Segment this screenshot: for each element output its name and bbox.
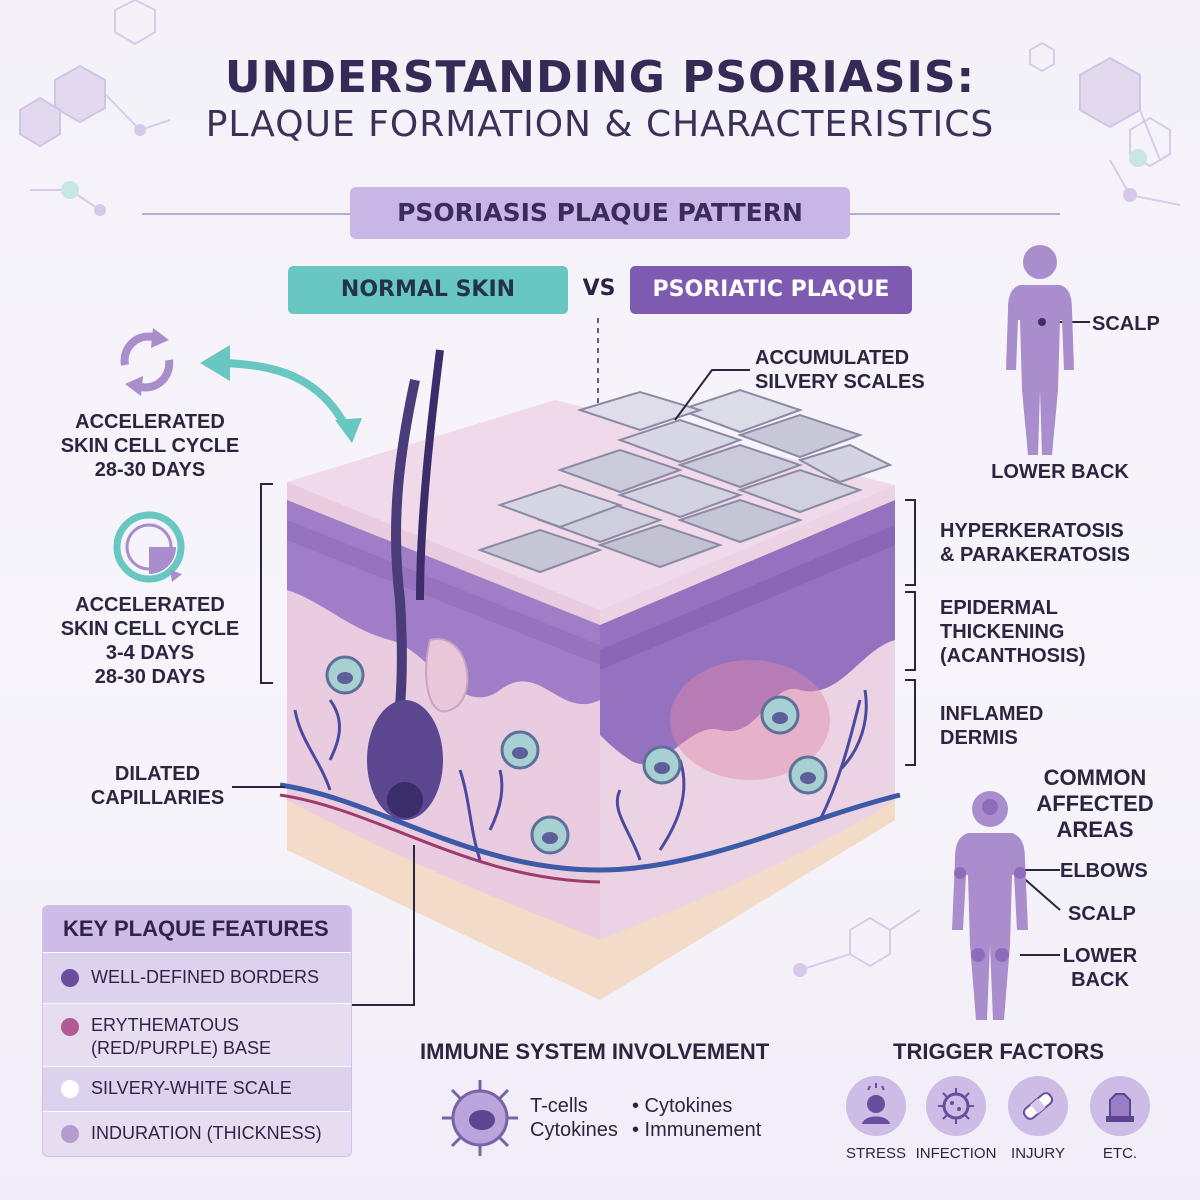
lower-line: LOWER [1062, 945, 1138, 967]
key-features-title: KEY PLAQUE FEATURES [43, 906, 351, 952]
cycle-label-1: ACCELERATED SKIN CELL CYCLE 28-30 DAYS [60, 410, 240, 482]
epidermal-callout: EPIDERMAL THICKENING (ACANTHOSIS) [940, 596, 1086, 668]
dermis-callout: INFLAMED DERMIS [940, 702, 1043, 750]
immune-tcells: T-cells [530, 1095, 588, 1117]
lower-back-label-top: LOWER BACK [991, 461, 1129, 483]
cycle2-line1: ACCELERATED [75, 594, 225, 616]
scales-callout: ACCUMULATED SILVERY SCALES [755, 346, 925, 394]
feature-dot [61, 1018, 79, 1036]
page-title: UNDERSTANDING PSORIASIS: [224, 52, 976, 103]
divider-right [850, 213, 1060, 215]
immune-col1: T-cells Cytokines [530, 1094, 618, 1142]
scales-line2: SILVERY SCALES [755, 371, 925, 393]
scalp-label-bottom: SCALP [1068, 903, 1136, 925]
capillaries-label: DILATED CAPILLARIES [70, 762, 245, 810]
vs-label: VS [582, 276, 616, 301]
human-figure-icon-top [1006, 245, 1074, 455]
capillaries-line1: DILATED [114, 763, 201, 785]
immune-bullet-immunement: • Immunement [632, 1119, 762, 1141]
dermis-line1: INFLAMED [940, 703, 1044, 725]
scales-line1: ACCUMULATED [755, 347, 910, 369]
back-line: BACK [1071, 969, 1129, 991]
feature-row: ERYTHEMATOUS (RED/PURPLE) BASE [43, 1003, 351, 1066]
section-pill: PSORIASIS PLAQUE PATTERN [350, 187, 850, 239]
trigger-title: TRIGGER FACTORS [893, 1039, 1105, 1064]
feature-row: INDURATION (THICKNESS) [43, 1111, 351, 1156]
areas-line3: AREAS [1056, 817, 1134, 842]
feature-label: WELL-DEFINED BORDERS [91, 967, 320, 987]
feature-label: INDURATION (THICKNESS) [91, 1123, 322, 1143]
elbows-label: ELBOWS [1060, 860, 1148, 882]
cycle2-line3: 3-4 DAYS [105, 642, 195, 664]
cycle1-line1: ACCELERATED [75, 411, 225, 433]
trigger-etc-circle [1090, 1076, 1150, 1136]
immune-cytokines: Cytokines [530, 1119, 618, 1141]
immune-col2: • Cytokines • Immunement [632, 1094, 761, 1142]
capillaries-line2: CAPILLARIES [90, 787, 225, 809]
feature-label: ERYTHEMATOUS [91, 1015, 240, 1035]
immune-bullet-cytokines: • Cytokines [632, 1095, 733, 1117]
feature-dot [61, 1125, 79, 1143]
cycle1-line3: 28-30 DAYS [94, 459, 206, 481]
virus-icon [938, 1088, 974, 1124]
cycle2-line2: SKIN CELL CYCLE [60, 618, 240, 640]
refresh-cycle-icon [120, 328, 174, 396]
cycle1-line2: SKIN CELL CYCLE [60, 435, 240, 457]
immune-title: IMMUNE SYSTEM INVOLVEMENT [420, 1039, 770, 1064]
affected-areas-heading: COMMON AFFECTED AREAS [1025, 765, 1165, 843]
molecule-decoration-left [19, 0, 171, 216]
molecule-decoration-right [1029, 41, 1181, 206]
page-subtitle: PLAQUE FORMATION & CHARACTERISTICS [205, 104, 995, 145]
areas-line2: AFFECTED [1036, 791, 1154, 816]
areas-line1: COMMON [1043, 765, 1147, 790]
scalp-label-top: SCALP [1092, 313, 1160, 335]
feature-dot [61, 969, 79, 987]
human-figure-icon-bottom [952, 791, 1028, 1020]
bandage-icon [1022, 1092, 1054, 1120]
dermis-line2: DERMIS [940, 727, 1018, 749]
glove-icon [1106, 1093, 1134, 1122]
cycle2-line4: 28-30 DAYS [94, 666, 206, 688]
lower-back-label-bottom: LOWER BACK [1055, 944, 1145, 992]
feature-dot [61, 1080, 79, 1098]
normal-skin-tab: NORMAL SKIN [288, 266, 568, 314]
clock-cycle-icon [113, 511, 185, 583]
t-cell-icon [442, 1080, 518, 1156]
feature-label-line2: (RED/PURPLE) BASE [91, 1038, 272, 1058]
trigger-label-stress: STRESS [845, 1145, 906, 1162]
hyper-line1: HYPERKERATOSIS [940, 520, 1124, 542]
trigger-label-infection: INFECTION [915, 1145, 997, 1162]
hyper-line2: & PARAKERATOSIS [940, 544, 1131, 566]
trigger-label-injury: INJURY [1011, 1145, 1065, 1162]
stress-icon [862, 1083, 890, 1124]
epidermal-line2: THICKENING [940, 621, 1065, 643]
psoriatic-plaque-tab: PSORIATIC PLAQUE [630, 266, 912, 314]
feature-label: SILVERY-WHITE SCALE [91, 1078, 292, 1098]
molecule-decoration-bottom [793, 909, 921, 977]
hyperkeratosis-callout: HYPERKERATOSIS & PARAKERATOSIS [940, 519, 1130, 567]
divider-left [142, 213, 350, 215]
trigger-stress-circle [846, 1076, 906, 1136]
trigger-injury-circle [1008, 1076, 1068, 1136]
trigger-label-etc: ETC. [1102, 1145, 1138, 1162]
trigger-infection-circle [926, 1076, 986, 1136]
key-features-panel: KEY PLAQUE FEATURES WELL-DEFINED BORDERS… [42, 905, 352, 1157]
epidermal-line3: (ACANTHOSIS) [940, 645, 1086, 667]
feature-row: SILVERY-WHITE SCALE [43, 1066, 351, 1111]
epidermal-line1: EPIDERMAL [940, 597, 1058, 619]
feature-row: WELL-DEFINED BORDERS [43, 952, 351, 1003]
cycle-label-2: ACCELERATED SKIN CELL CYCLE 3-4 DAYS 28-… [60, 593, 240, 689]
